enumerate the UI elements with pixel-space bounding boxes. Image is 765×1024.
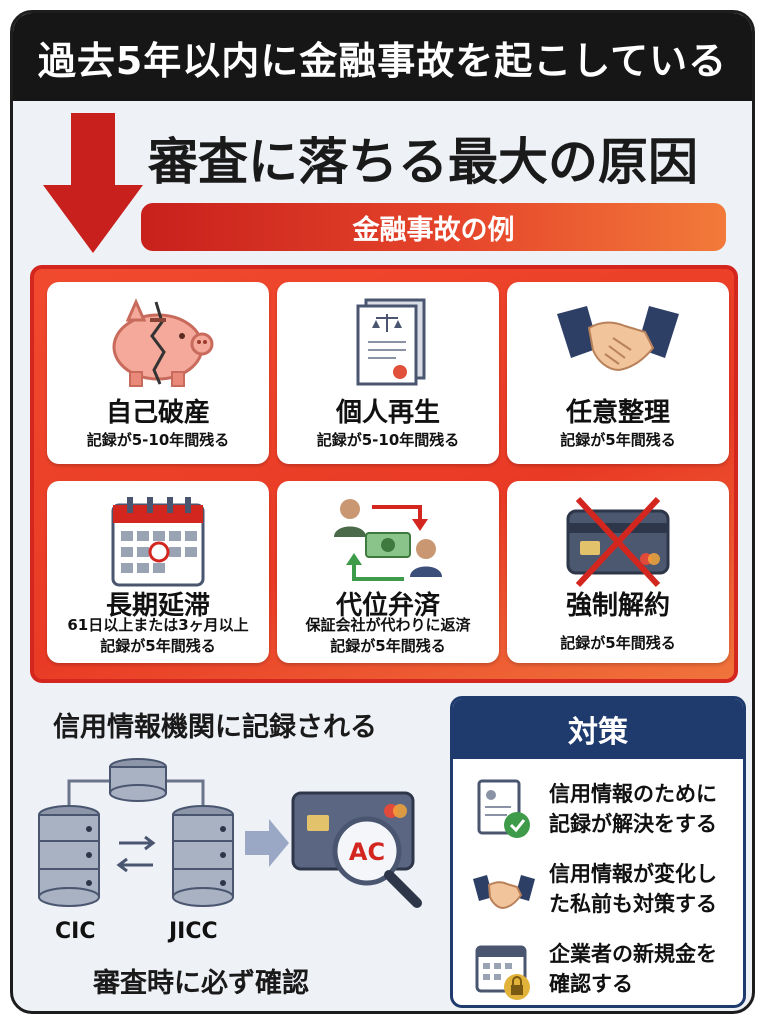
measure-line: 記録が解決をする — [549, 812, 717, 836]
card-rehabilitation: 個人再生 記録が5-10年間残る — [277, 282, 499, 464]
examples-banner: 金融事故の例 — [141, 203, 726, 251]
card-subrogation: 代位弁済 保証会社が代わりに返済 記録が5年間残る — [277, 481, 499, 663]
down-arrow-icon — [43, 113, 143, 253]
document-check-icon — [477, 779, 530, 838]
jicc-label: JICC — [169, 919, 218, 944]
calendar-lock-icon — [475, 945, 530, 1000]
card-title: 長期延滞 — [105, 591, 210, 621]
handshake-icon — [473, 875, 535, 910]
card-title: 任意整理 — [565, 398, 670, 428]
infographic-frame: 過去5年以内に金融事故を起こしている 審査に落ちる最大の原因 金融事故の例 — [10, 10, 755, 1014]
accident-examples-panel: 自己破産 記録が5-10年間残る 個人再生 記録が5-10年間残る — [30, 265, 738, 683]
card-title: 代位弁済 — [335, 591, 440, 621]
card-inspection-icon: AC — [291, 791, 422, 908]
header-bar: 過去5年以内に金融事故を起こしている — [13, 13, 752, 101]
card-badge: AC — [349, 838, 385, 866]
legal-document-icon — [356, 298, 426, 386]
credit-section-title: 信用情報機関に記録される — [53, 712, 377, 743]
measure-item-3: 企業者の新規金を 確認する — [453, 933, 743, 1005]
measure-item-1: 信用情報のために 記録が解決をする — [453, 773, 743, 853]
card-sub: 記録が5-10年間残る — [86, 431, 230, 449]
main-title: 審査に落ちる最大の原因 — [148, 133, 698, 191]
calendar-icon — [111, 497, 205, 587]
measures-header: 対策 — [453, 699, 743, 759]
measure-line: 確認する — [549, 972, 633, 996]
card-forced-cancellation: 強制解約 記録が5年間残る — [507, 481, 729, 663]
card-sub: 記録が5年間残る — [560, 634, 676, 652]
card-long-delinquency: 長期延滞 61日以上または3ヶ月以上 記録が5年間残る — [47, 481, 269, 663]
card-title: 自己破産 — [105, 398, 210, 428]
measure-line: 信用情報のために — [549, 782, 717, 806]
card-sub: 記録が5-10年間残る — [316, 431, 460, 449]
card-sub-1: 保証会社が代わりに返済 — [305, 616, 471, 634]
broken-piggy-bank-icon — [112, 298, 214, 387]
card-sub: 記録が5年間残る — [560, 431, 676, 449]
measure-line: 信用情報が変化し — [549, 862, 717, 886]
card-title: 個人再生 — [335, 398, 440, 428]
measure-line: た私前も対策する — [549, 892, 717, 916]
database-network-icon — [38, 758, 289, 907]
banner-label: 金融事故の例 — [352, 214, 515, 246]
card-bankruptcy: 自己破産 記録が5-10年間残る — [47, 282, 269, 464]
card-sub-1: 61日以上または3ヶ月以上 — [67, 616, 249, 634]
card-voluntary-arrangement: 任意整理 記録が5年間残る — [507, 282, 729, 464]
cic-label: CIC — [55, 919, 96, 944]
credit-section-caption: 審査時に必ず確認 — [93, 968, 309, 999]
card-sub-2: 記録が5年間残る — [100, 637, 216, 655]
measure-line: 企業者の新規金を — [549, 942, 717, 966]
handshake-icon — [557, 306, 679, 372]
header-title: 過去5年以内に金融事故を起こしている — [37, 38, 728, 83]
crossed-card-icon — [566, 496, 670, 588]
measure-item-2: 信用情報が変化し た私前も対策する — [453, 853, 743, 933]
measures-title: 対策 — [568, 715, 628, 750]
card-title: 強制解約 — [565, 591, 670, 621]
measures-panel: 対策 信用情報のために 記録が解決をする 信用情 — [450, 696, 746, 1008]
credit-bureaus-illustration: AC CIC JICC — [33, 753, 443, 963]
card-sub-2: 記録が5年間残る — [330, 637, 446, 655]
money-transfer-icon — [334, 499, 442, 581]
